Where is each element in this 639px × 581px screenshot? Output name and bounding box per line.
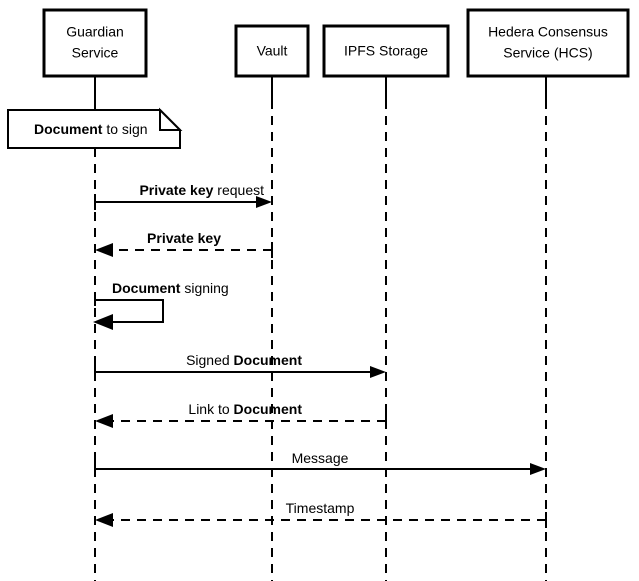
note-document-to-sign[interactable]: Document to sign <box>7 107 183 149</box>
message-label-link-to-document: Link to Document <box>188 401 302 417</box>
message-label-private-key: Private key <box>147 230 221 246</box>
note-shape[interactable] <box>7 109 181 149</box>
note-fold-corner-icon <box>159 107 183 131</box>
message-private-key[interactable]: Private key <box>95 230 273 258</box>
arrow-head-right-icon-1 <box>256 196 272 208</box>
note-label-rest: to sign <box>102 121 147 137</box>
message-signed-document[interactable]: Signed Document <box>94 352 386 380</box>
participant-box-hcs[interactable] <box>466 8 630 78</box>
participant-label-vault: Vault <box>257 43 288 59</box>
message-label-signed-document: Signed Document <box>186 352 302 368</box>
participant-label-guardian: Guardian <box>66 24 124 40</box>
arrow-head-left-icon-7 <box>95 513 113 527</box>
participant-vault[interactable]: Vault <box>234 24 310 78</box>
participant-label-hcs: Hedera Consensus <box>488 24 608 40</box>
participant-box-vault[interactable] <box>234 24 310 78</box>
label-seg-bold-4: Document <box>234 352 303 368</box>
label-seg-plain-7: Timestamp <box>286 500 355 516</box>
note-label-bold: Document <box>34 121 103 137</box>
message-label-timestamp: Timestamp <box>286 500 355 516</box>
message-timestamp[interactable]: Timestamp <box>95 500 547 528</box>
label-seg-plain-1: request <box>213 182 264 198</box>
message-private-key-request[interactable]: Private key request <box>94 182 272 210</box>
arrow-head-right-icon-4 <box>370 366 386 378</box>
participant-ipfs-storage[interactable]: IPFS Storage <box>322 24 450 78</box>
arrow-head-left-icon-5 <box>95 414 113 428</box>
participant-label-guardian-line2: Service <box>72 45 119 61</box>
participant-label-ipfs-storage: IPFS Storage <box>344 43 428 59</box>
label-seg-bold-1: Private key <box>139 182 213 198</box>
label-seg-plain-3: signing <box>180 280 228 296</box>
label-seg-bold-3: Document <box>112 280 181 296</box>
label-seg-plain-4: Signed <box>186 352 233 368</box>
arrow-head-left-icon-3 <box>93 314 113 330</box>
participant-guardian[interactable]: Guardian Service <box>42 8 148 78</box>
participant-box-guardian[interactable] <box>42 8 148 78</box>
participant-box-ipfs-storage[interactable] <box>322 24 450 78</box>
label-seg-bold-5: Document <box>234 401 303 417</box>
message-link-to-document[interactable]: Link to Document <box>95 401 387 429</box>
note-label: Document to sign <box>34 121 148 137</box>
message-label-document-signing: Document signing <box>112 280 229 296</box>
lifelines-layer <box>94 76 547 581</box>
label-seg-plain-6: Message <box>292 450 349 466</box>
message-label-private-key-request: Private key request <box>139 182 264 198</box>
message-document-signing[interactable]: Document signing <box>93 280 229 330</box>
participant-hedera-consensus-service[interactable]: Hedera Consensus Service (HCS) <box>466 8 630 78</box>
message-message[interactable]: Message <box>94 450 546 477</box>
label-seg-bold-2: Private key <box>147 230 221 246</box>
message-line-document-signing[interactable] <box>95 299 164 323</box>
label-seg-plain-5: Link to <box>188 401 233 417</box>
message-label-message: Message <box>292 450 349 466</box>
arrow-head-left-icon-2 <box>95 243 113 257</box>
arrow-head-right-icon-6 <box>530 463 546 475</box>
participant-label-hcs-line2: Service (HCS) <box>503 45 592 61</box>
